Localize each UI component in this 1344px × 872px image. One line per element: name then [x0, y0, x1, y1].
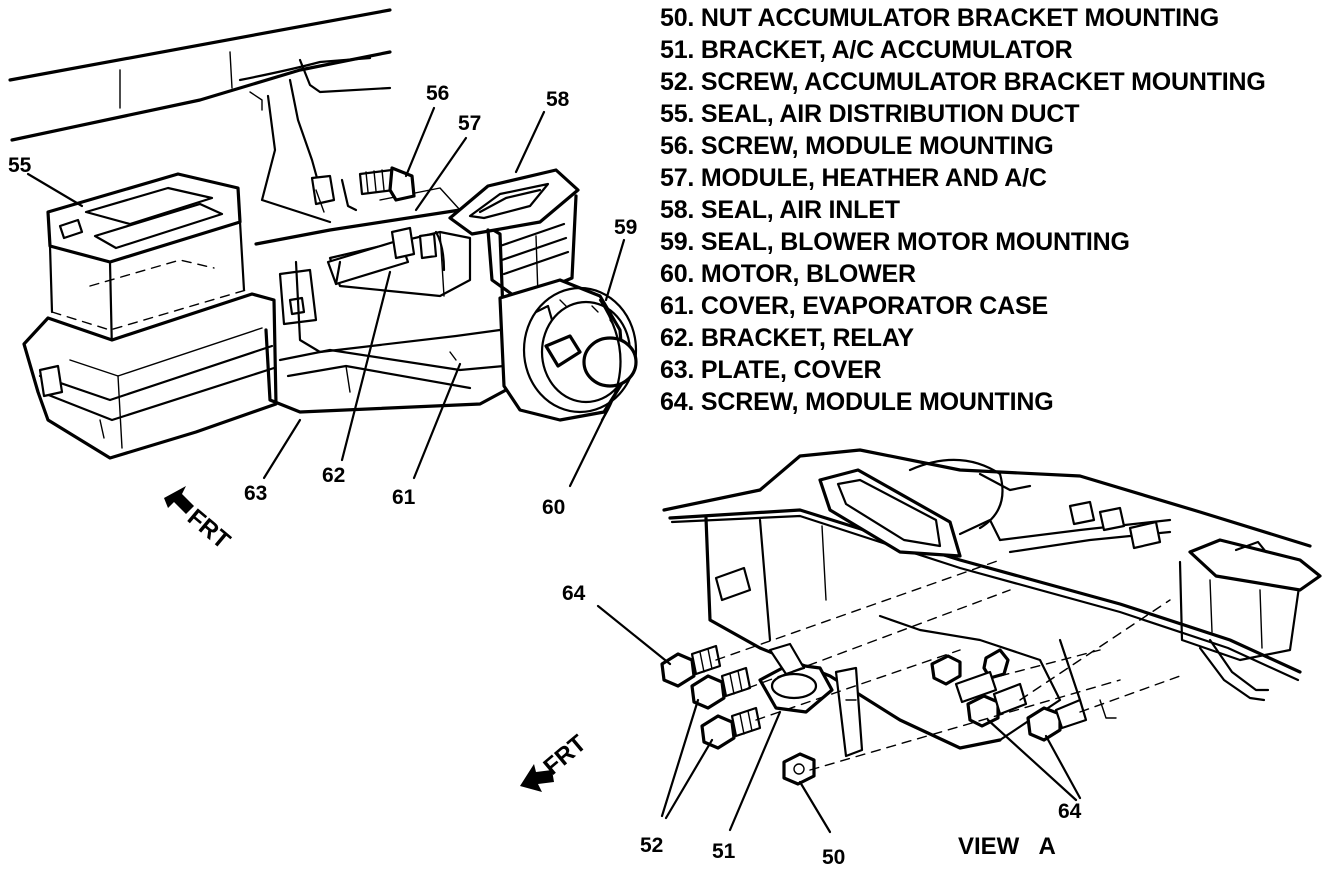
callout-59: 59	[614, 216, 637, 239]
callout-50: 50	[822, 846, 845, 869]
module-inlet-view-a	[818, 458, 1032, 558]
legend-item-text: PLATE, COVER	[700, 356, 882, 384]
callout-63: 63	[244, 482, 267, 505]
module-assembly-view: 55 56 57 58 59 60 61 62 63 FRT	[8, 8, 638, 555]
front-direction-indicator-top: FRT	[164, 486, 235, 555]
legend-item-number: 60.	[660, 260, 695, 288]
legend-item: 56. SCREW, MODULE MOUNTING	[660, 130, 1266, 162]
legend-item-text: SCREW, MODULE MOUNTING	[700, 132, 1054, 160]
callout-64-right: 64	[1058, 800, 1082, 823]
accumulator-bracket	[758, 642, 864, 758]
alignment-lines	[715, 559, 1181, 771]
callout-64-left: 64	[562, 582, 586, 605]
legend-item-text: SEAL, AIR DISTRIBUTION DUCT	[700, 100, 1080, 128]
legend-item: 50. NUT ACCUMULATOR BRACKET MOUNTING	[660, 2, 1266, 34]
legend-item-number: 58.	[660, 196, 695, 224]
refrigerant-lines	[998, 500, 1270, 702]
view-a-detail: 64 64 52 51 50 FRT VIEW A	[520, 448, 1322, 869]
legend-item: 55. SEAL, AIR DISTRIBUTION DUCT	[660, 98, 1266, 130]
legend-item: 52. SCREW, ACCUMULATOR BRACKET MOUNTING	[660, 66, 1266, 98]
legend-item-text: MOTOR, BLOWER	[700, 260, 916, 288]
frt-label-top: FRT	[182, 504, 235, 555]
callout-58: 58	[546, 88, 570, 111]
accumulator-bracket-screw-upper	[690, 666, 752, 710]
leader-lines-top	[26, 106, 626, 488]
callout-56: 56	[426, 82, 449, 105]
accumulator-bracket-screw-lower	[700, 706, 762, 750]
legend-item-text: SCREW, ACCUMULATOR BRACKET MOUNTING	[700, 68, 1266, 96]
relay-bracket	[326, 226, 438, 286]
front-direction-indicator-bottom: FRT	[520, 730, 592, 792]
legend-item-number: 64.	[660, 388, 695, 416]
legend-item-number: 57.	[660, 164, 695, 192]
legend-item: 59. SEAL, BLOWER MOTOR MOUNTING	[660, 226, 1266, 258]
legend-item-number: 61.	[660, 292, 695, 320]
callout-61: 61	[392, 486, 416, 509]
legend-item-text: SEAL, BLOWER MOTOR MOUNTING	[700, 228, 1130, 256]
module-mounting-screws-64-right	[930, 648, 1117, 742]
legend-item: 63. PLATE, COVER	[660, 354, 1266, 386]
leader-lines-bottom	[596, 604, 1082, 834]
legend-item-number: 52.	[660, 68, 695, 96]
cowl-panel	[8, 8, 392, 224]
module-mounting-screw-64-left	[660, 644, 722, 688]
legend-item-number: 50.	[660, 4, 695, 32]
blower-motor	[498, 278, 638, 422]
legend-item-text: NUT ACCUMULATOR BRACKET MOUNTING	[700, 4, 1219, 32]
legend-item-number: 56.	[660, 132, 695, 160]
legend-item-text: BRACKET, A/C ACCUMULATOR	[700, 36, 1073, 64]
legend-item-number: 62.	[660, 324, 695, 352]
front-direction-arrow-icon	[520, 764, 554, 792]
legend-item-number: 63.	[660, 356, 695, 384]
legend-item-text: COVER, EVAPORATOR CASE	[700, 292, 1048, 320]
legend-item-number: 51.	[660, 36, 695, 64]
module-mounting-screw-56	[310, 166, 416, 213]
legend-item: 64. SCREW, MODULE MOUNTING	[660, 386, 1266, 418]
callout-57: 57	[458, 112, 481, 135]
legend-item-number: 55.	[660, 100, 695, 128]
legend-item-text: SEAL, AIR INLET	[700, 196, 900, 224]
callout-55: 55	[8, 154, 32, 177]
legend-item-number: 59.	[660, 228, 695, 256]
legend-item: 51. BRACKET, A/C ACCUMULATOR	[660, 34, 1266, 66]
legend-item: 57. MODULE, HEATHER AND A/C	[660, 162, 1266, 194]
module-housing-lower	[662, 448, 1322, 750]
legend-item: 61. COVER, EVAPORATOR CASE	[660, 290, 1266, 322]
legend-item: 60. MOTOR, BLOWER	[660, 258, 1266, 290]
air-distribution-duct-seal	[46, 172, 247, 354]
callout-52: 52	[640, 834, 663, 857]
front-direction-arrow-icon	[164, 486, 194, 514]
callout-60: 60	[542, 496, 565, 519]
accumulator-bracket-nut	[782, 752, 816, 786]
legend-item-text: SCREW, MODULE MOUNTING	[700, 388, 1054, 416]
callout-51: 51	[712, 840, 736, 863]
cover-plate	[22, 292, 278, 460]
legend-item-text: MODULE, HEATHER AND A/C	[700, 164, 1047, 192]
callout-62: 62	[322, 464, 345, 487]
view-a-label: VIEW A	[958, 833, 1056, 860]
legend-item: 62. BRACKET, RELAY	[660, 322, 1266, 354]
legend-item: 58. SEAL, AIR INLET	[660, 194, 1266, 226]
legend-item-text: BRACKET, RELAY	[700, 324, 914, 352]
